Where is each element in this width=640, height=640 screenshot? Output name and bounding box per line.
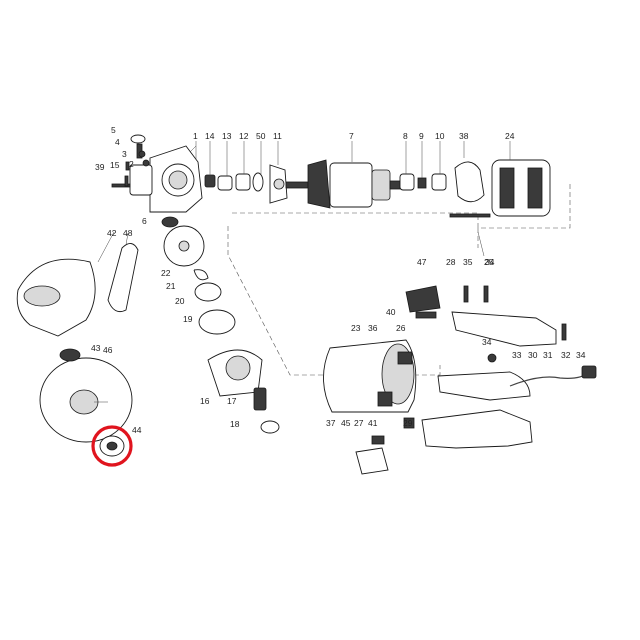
part-label-34-mid: 34 <box>482 337 492 347</box>
leader-lines <box>94 141 511 403</box>
part-label-44: 44 <box>132 425 142 435</box>
motor-housing <box>323 339 417 413</box>
power-cable <box>463 285 597 387</box>
part-label-47: 47 <box>417 257 427 267</box>
part-label-9: 9 <box>419 131 424 141</box>
part-label-2: 2 <box>129 159 134 169</box>
armature <box>285 159 401 209</box>
part-label-14: 14 <box>205 131 215 141</box>
part-label-12: 12 <box>239 131 249 141</box>
part-label-7: 7 <box>349 131 354 141</box>
part-label-19: 19 <box>183 314 193 324</box>
inner-flange-part-44 <box>99 435 125 457</box>
part-label-41: 41 <box>368 418 378 428</box>
part-label-43: 43 <box>91 343 101 353</box>
part-label-32: 32 <box>561 350 571 360</box>
part-labels: 5 4 3 39 15 2 1 14 13 12 50 11 7 8 9 10 … <box>91 125 586 435</box>
part-label-27: 27 <box>354 418 364 428</box>
part-label-48: 48 <box>123 228 133 238</box>
part-label-10: 10 <box>435 131 445 141</box>
wheel-guard <box>16 258 96 337</box>
part-label-33: 33 <box>512 350 522 360</box>
part-label-50: 50 <box>256 131 266 141</box>
bearing-stack <box>204 164 288 204</box>
part-label-4: 4 <box>115 137 120 147</box>
part-label-46: 46 <box>103 345 113 355</box>
part-label-36: 36 <box>368 323 378 333</box>
part-label-16: 16 <box>200 396 210 406</box>
part-label-1: 1 <box>193 131 198 141</box>
part-label-35: 35 <box>463 257 473 267</box>
part-label-34-right: 34 <box>576 350 586 360</box>
part-label-6: 6 <box>142 216 147 226</box>
part-label-5: 5 <box>111 125 116 135</box>
part-label-17: 17 <box>227 396 237 406</box>
part-label-38: 38 <box>459 131 469 141</box>
part-label-25: 25 <box>484 257 494 267</box>
highlight-circle <box>91 425 133 467</box>
rear-handle <box>421 311 557 449</box>
part-label-26: 26 <box>396 323 406 333</box>
part-label-22: 22 <box>161 268 171 278</box>
part-label-39: 39 <box>95 162 105 172</box>
spindle-lock-parts <box>111 134 150 188</box>
part-label-28: 28 <box>446 257 456 267</box>
part-label-42: 42 <box>107 228 117 238</box>
flange-parts <box>161 216 236 335</box>
part-label-37: 37 <box>326 418 336 428</box>
part-label-29: 29 <box>403 418 413 428</box>
part-label-23: 23 <box>351 323 361 333</box>
side-handle <box>107 243 139 313</box>
rear-bearings <box>399 173 447 191</box>
part-label-8: 8 <box>403 131 408 141</box>
part-label-21: 21 <box>166 281 176 291</box>
part-label-3: 3 <box>122 149 127 159</box>
part-label-20: 20 <box>175 296 185 306</box>
gear-housing <box>129 145 203 213</box>
part-label-24: 24 <box>505 131 515 141</box>
part-label-15: 15 <box>110 160 120 170</box>
part-label-18: 18 <box>230 419 240 429</box>
switch-parts <box>355 285 441 475</box>
part-label-30: 30 <box>528 350 538 360</box>
part-label-11: 11 <box>273 131 282 141</box>
part-label-34-top: 34 <box>485 257 495 267</box>
part-label-31: 31 <box>543 350 553 360</box>
stator-assembly <box>449 159 551 218</box>
part-label-40: 40 <box>386 307 396 317</box>
grinding-wheel <box>39 348 133 443</box>
part-label-45: 45 <box>341 418 351 428</box>
assembly-guide-lines <box>227 182 571 376</box>
gear-case <box>207 349 280 434</box>
part-label-13: 13 <box>222 131 232 141</box>
